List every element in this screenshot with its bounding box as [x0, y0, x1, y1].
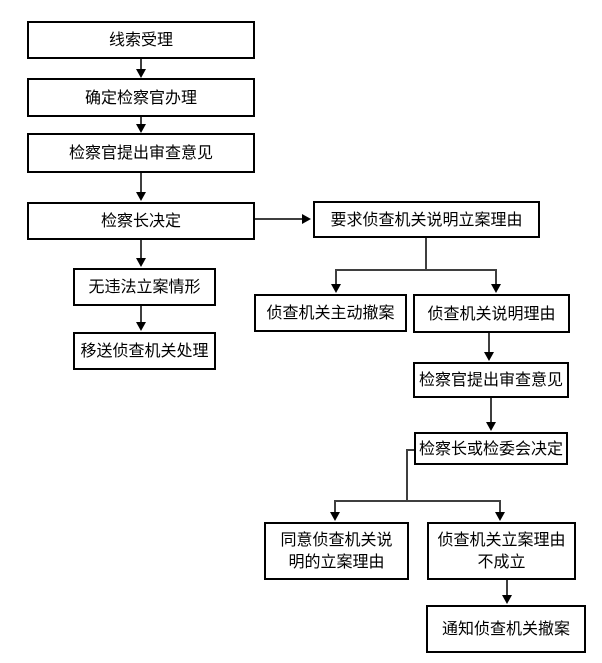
- node-request-reason: 要求侦查机关说明立案理由: [313, 201, 540, 238]
- edge-request-split: [331, 238, 501, 293]
- node-prosecutor-opinion2: 检察官提出审查意见: [413, 362, 569, 398]
- edge-assign-to-opinion: [136, 117, 146, 133]
- edge-opinion2-to-committee: [486, 398, 496, 431]
- edge-explain-to-opinion2: [484, 333, 494, 361]
- edge-clue-to-assign: [136, 59, 146, 78]
- node-reason-invalid: 侦查机关立案理由不成立: [427, 522, 576, 580]
- edge-opinion-to-chief: [136, 173, 146, 201]
- node-chief-decision: 检察长决定: [27, 202, 255, 240]
- node-agree-with-reason: 同意侦查机关说明的立案理由: [264, 522, 409, 580]
- edge-invalid-to-notify: [502, 580, 512, 604]
- node-chief-or-committee: 检察长或检委会决定: [414, 432, 568, 465]
- node-notify-withdraw: 通知侦查机关撤案: [426, 605, 586, 653]
- edge-chief-to-noillegal: [136, 240, 146, 267]
- edge-chief-to-request: [255, 214, 311, 224]
- edge-noillegal-to-transfer: [136, 306, 146, 331]
- node-clue-intake: 线索受理: [27, 21, 255, 59]
- node-agency-explains: 侦查机关说明理由: [413, 294, 570, 333]
- node-no-illegal-filing: 无违法立案情形: [73, 268, 216, 306]
- node-prosecutor-opinion: 检察官提出审查意见: [27, 133, 255, 173]
- node-transfer-to-agency: 移送侦查机关处理: [73, 332, 216, 370]
- node-assign-prosecutor: 确定检察官办理: [27, 78, 255, 117]
- node-agency-withdraws: 侦查机关主动撤案: [254, 294, 407, 332]
